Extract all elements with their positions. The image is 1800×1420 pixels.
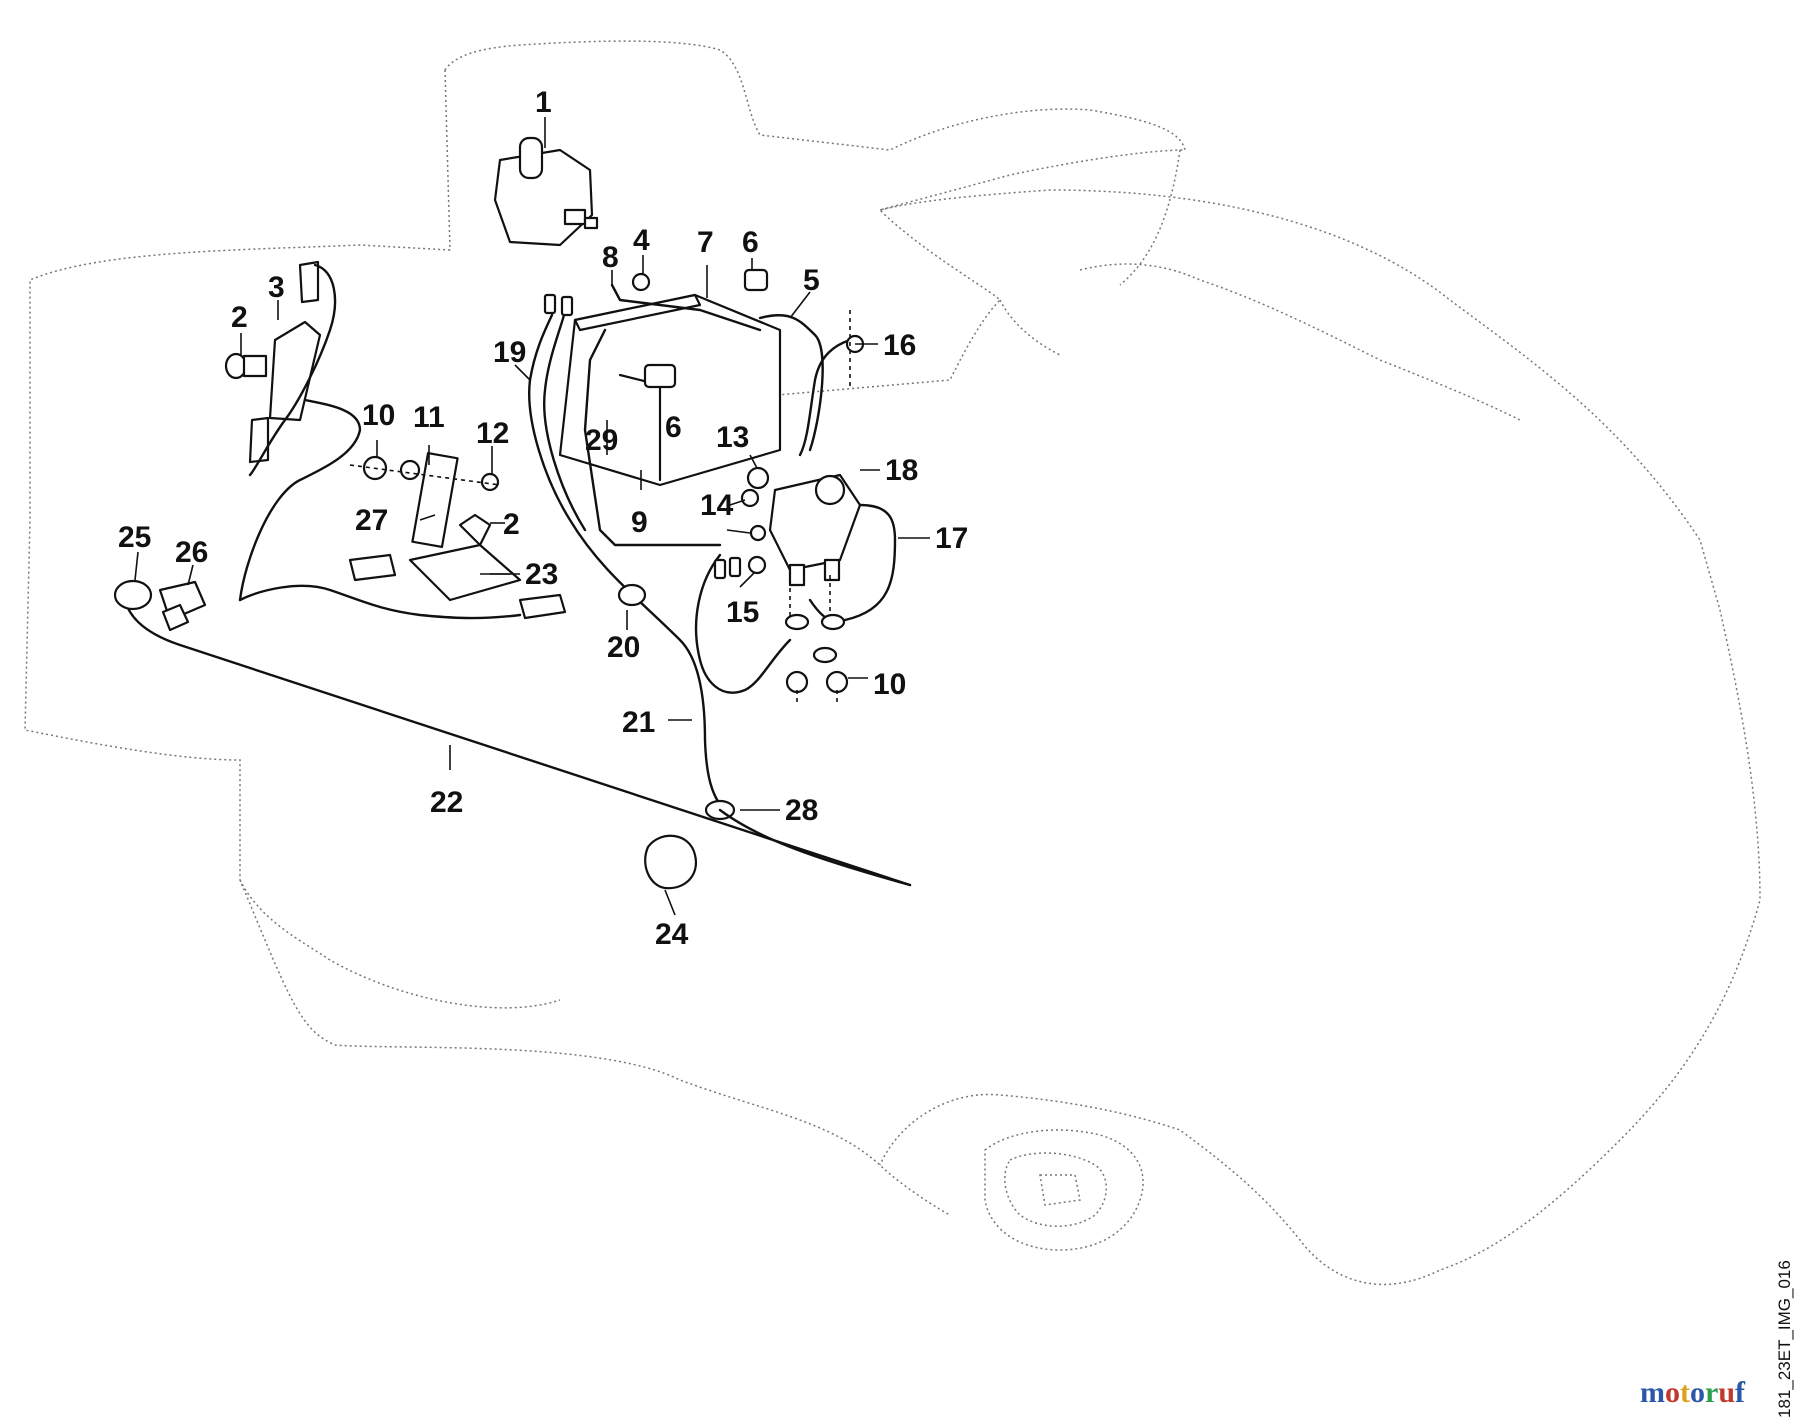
callout-8: 8 [602, 241, 619, 274]
image-code: 181_23ET_IMG_016 [1775, 1260, 1794, 1418]
ignition-switch [493, 136, 599, 247]
callout-2b: 2 [503, 508, 520, 541]
callout-24: 24 [655, 918, 689, 951]
callout-29: 29 [585, 424, 618, 457]
callout-2: 2 [231, 301, 248, 334]
callout-1: 1 [535, 86, 552, 119]
tractor-outline [24, 40, 1761, 1286]
callout-16: 16 [883, 329, 916, 362]
callout-7: 7 [697, 226, 714, 259]
brand-letter: m [1640, 1376, 1665, 1409]
callout-18: 18 [885, 454, 918, 487]
callout-21: 21 [622, 706, 655, 739]
callout-10b: 10 [873, 668, 906, 701]
brake-switch-assembly [238, 451, 567, 620]
brand-letter: f [1735, 1376, 1746, 1409]
callout-28: 28 [785, 794, 818, 827]
callout-22: 22 [430, 786, 463, 819]
main-wire-run [113, 579, 912, 890]
callout-15: 15 [726, 596, 759, 629]
callout-13: 13 [716, 421, 749, 454]
callout-4: 4 [633, 224, 650, 257]
brand-letter: t [1680, 1376, 1690, 1409]
callout-6b: 6 [665, 411, 682, 444]
callout-19: 19 [493, 336, 526, 369]
callout-26: 26 [175, 536, 208, 569]
brand-letter: o [1665, 1376, 1680, 1409]
brand-letter: u [1718, 1376, 1735, 1409]
callout-14: 14 [700, 489, 734, 522]
callout-23: 23 [525, 558, 558, 591]
callout-27: 27 [355, 504, 388, 537]
callout-10a: 10 [362, 399, 395, 432]
callout-5: 5 [803, 264, 820, 297]
solenoid-assembly [740, 466, 897, 705]
callout-20: 20 [607, 631, 640, 664]
callout-12: 12 [476, 417, 509, 450]
callout-9: 9 [631, 506, 648, 539]
seat-switch-assembly [224, 260, 362, 602]
battery-assembly [558, 268, 865, 547]
callout-25: 25 [118, 521, 151, 554]
callout-11: 11 [413, 401, 445, 434]
callout-17: 17 [935, 522, 968, 555]
callout-labels: 1 2 3 4 5 6 6 7 8 9 10 10 11 12 13 14 15… [118, 86, 968, 951]
brand-letter: o [1690, 1376, 1705, 1409]
brand-letter: r [1705, 1376, 1718, 1409]
callout-6a: 6 [742, 226, 759, 259]
callout-3: 3 [268, 271, 285, 304]
brand-logo: motoruf [1640, 1376, 1746, 1409]
callout-leaders [134, 117, 930, 916]
